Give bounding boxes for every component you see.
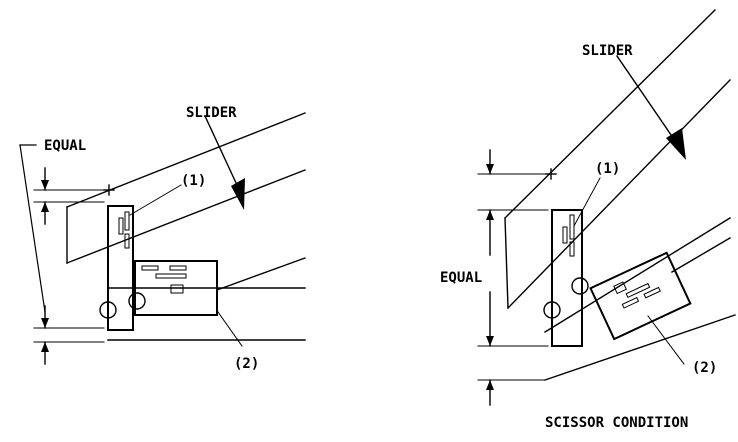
- right-view: [477, 9, 736, 406]
- left-callout-2-label: (2): [234, 356, 259, 372]
- right-dimension-arrows-bottom: [486, 291, 494, 406]
- left-component-1-marks: [118, 211, 130, 249]
- right-slider-label: SLIDER: [582, 43, 633, 59]
- left-equal-bracket: [19, 144, 46, 313]
- left-callout-2-leader: [217, 311, 243, 347]
- left-callout-1-label: (1): [181, 173, 206, 189]
- left-slider-label: SLIDER: [186, 105, 237, 121]
- left-component-1: [107, 205, 134, 331]
- left-callout-1-leader: [129, 184, 182, 216]
- right-equal-label: EQUAL: [440, 270, 482, 286]
- right-pivot-circle-b: [571, 277, 589, 295]
- left-view: [19, 112, 306, 365]
- left-slider-body: [66, 112, 306, 264]
- right-slider-leader: [616, 55, 686, 160]
- left-crosshair: [103, 184, 115, 196]
- right-dimension-arrows-top: [486, 149, 494, 256]
- right-component-1-marks: [562, 214, 575, 257]
- left-pivot-circle-a: [99, 301, 117, 319]
- right-callout-2-label: (2): [692, 360, 717, 376]
- right-crosshair: [545, 168, 557, 180]
- left-component-2: [134, 260, 218, 316]
- left-rail-lines: [107, 257, 306, 341]
- left-component-2-marks: [141, 265, 187, 294]
- right-callout-2-leader: [647, 315, 685, 365]
- left-slider-leader: [204, 115, 245, 210]
- right-pivot-circle-a: [543, 301, 561, 319]
- right-callout-1-leader: [573, 177, 601, 227]
- right-callout-1-label: (1): [595, 161, 620, 177]
- right-caption: SCISSOR CONDITION: [545, 415, 688, 431]
- right-rail-lines: [544, 217, 736, 381]
- left-pivot-circle-b: [128, 292, 146, 310]
- left-equal-label: EQUAL: [44, 138, 86, 154]
- right-component-2: [589, 251, 692, 341]
- left-dimension-arrows-top: [41, 167, 49, 225]
- left-dimension-arrows-bottom: [41, 305, 49, 365]
- right-slider-body: [504, 9, 731, 309]
